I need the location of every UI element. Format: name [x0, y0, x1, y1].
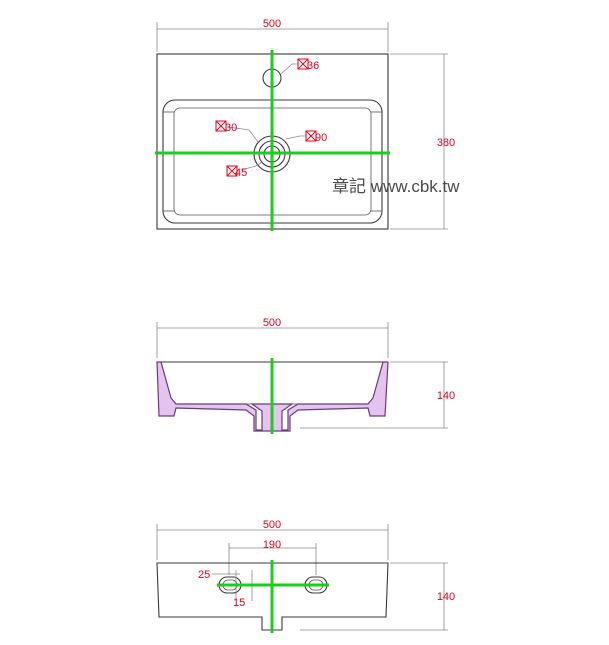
- front-section-view: 500 140: [156, 317, 455, 434]
- svg-text:30: 30: [225, 122, 237, 134]
- diameter-marker-30: 30: [215, 120, 237, 134]
- mount-spacing-label: 190: [263, 539, 281, 551]
- slot-height-label: 15: [233, 597, 245, 609]
- svg-text:90: 90: [315, 132, 327, 144]
- rear-width-label: 500: [263, 519, 281, 531]
- svg-text:45: 45: [235, 167, 247, 179]
- slot-width-label: 25: [198, 569, 210, 581]
- diameter-marker-36: 36: [297, 58, 319, 72]
- rear-height-label: 140: [437, 591, 455, 603]
- basin-rear-body: [156, 562, 389, 631]
- svg-text:36: 36: [307, 60, 319, 72]
- top-width-label: 500: [263, 18, 281, 30]
- diameter-marker-45: 45: [226, 165, 247, 179]
- section-width-label: 500: [263, 317, 281, 329]
- rear-view: 500 190 140 25 15: [156, 519, 455, 633]
- diameter-marker-90: 90: [305, 130, 327, 144]
- top-view: 500 380 36: [155, 18, 455, 231]
- watermark-text: 章記 www.cbk.tw: [332, 177, 460, 196]
- section-height-label: 140: [437, 390, 455, 402]
- top-depth-label: 380: [437, 137, 455, 149]
